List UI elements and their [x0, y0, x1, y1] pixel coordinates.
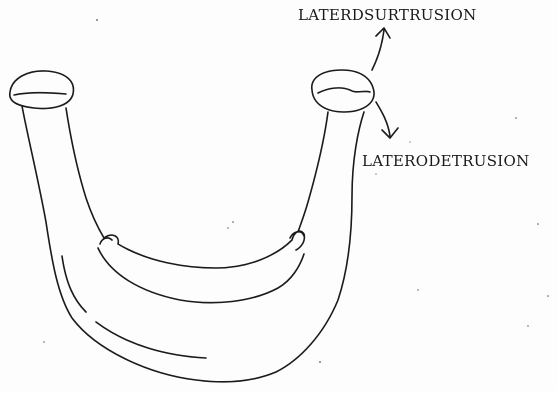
right-ramus-inner	[298, 112, 328, 232]
laterdsurtrusion-label: LATERDSURTRUSION	[298, 6, 477, 24]
alveolar-ridge-lower	[98, 248, 304, 303]
left-condyle-crease	[14, 93, 66, 95]
left-condyle	[10, 71, 74, 109]
left-ramus-inner	[66, 108, 104, 238]
laterodetrusion-label: LATERODETRUSION	[362, 152, 530, 170]
surtrusion-arrow-shaft	[372, 30, 384, 70]
mandible-inner-lower	[62, 256, 86, 312]
right-condyle-crease	[318, 88, 370, 93]
alveolar-ridge-upper	[104, 231, 304, 268]
alveolar-notch-left	[100, 238, 112, 244]
